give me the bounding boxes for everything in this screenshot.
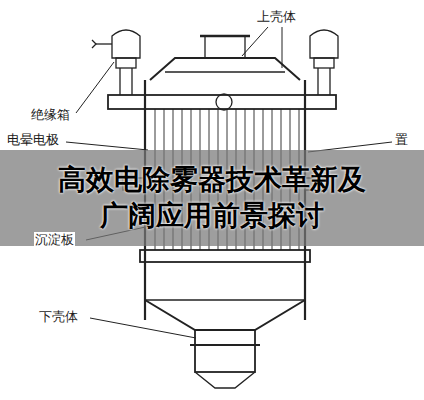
bottom-outlet [195,330,255,372]
leader-line [66,142,148,150]
upper-shell-inner [165,71,285,72]
part-label: 沉淀板 [34,232,75,248]
part-label: 置 [394,132,409,148]
insulator-neck [314,58,334,68]
insulator-stem [318,68,330,95]
upper-shell [150,58,300,80]
top-nozzle [205,36,245,58]
leader-line [242,27,268,56]
drain-cone [195,372,255,388]
lower-seam [145,299,305,300]
banner-title: 高效电除雾器技术革新及广阔应用前景探讨 [52,162,372,234]
lower-flange [140,250,310,262]
part-label: 上壳体 [256,9,297,25]
insulator-neck [116,58,136,68]
part-label: 电晕电极 [6,132,60,148]
lower-cone [145,300,305,330]
insulator-box [112,30,140,58]
nozzle-flange [200,35,250,38]
part-label: 下壳体 [38,309,79,325]
leader-line [282,27,283,68]
outlet-flange [190,344,260,346]
leader-line [90,318,196,338]
part-label: 绝缘箱 [30,107,71,123]
pipe-end [92,40,96,48]
center-hub [216,94,232,110]
insulator-box [310,30,338,58]
upper-flange [108,95,336,109]
inlet-pipe [96,43,112,44]
insulator-stem [120,68,132,95]
leader-line [76,62,114,113]
